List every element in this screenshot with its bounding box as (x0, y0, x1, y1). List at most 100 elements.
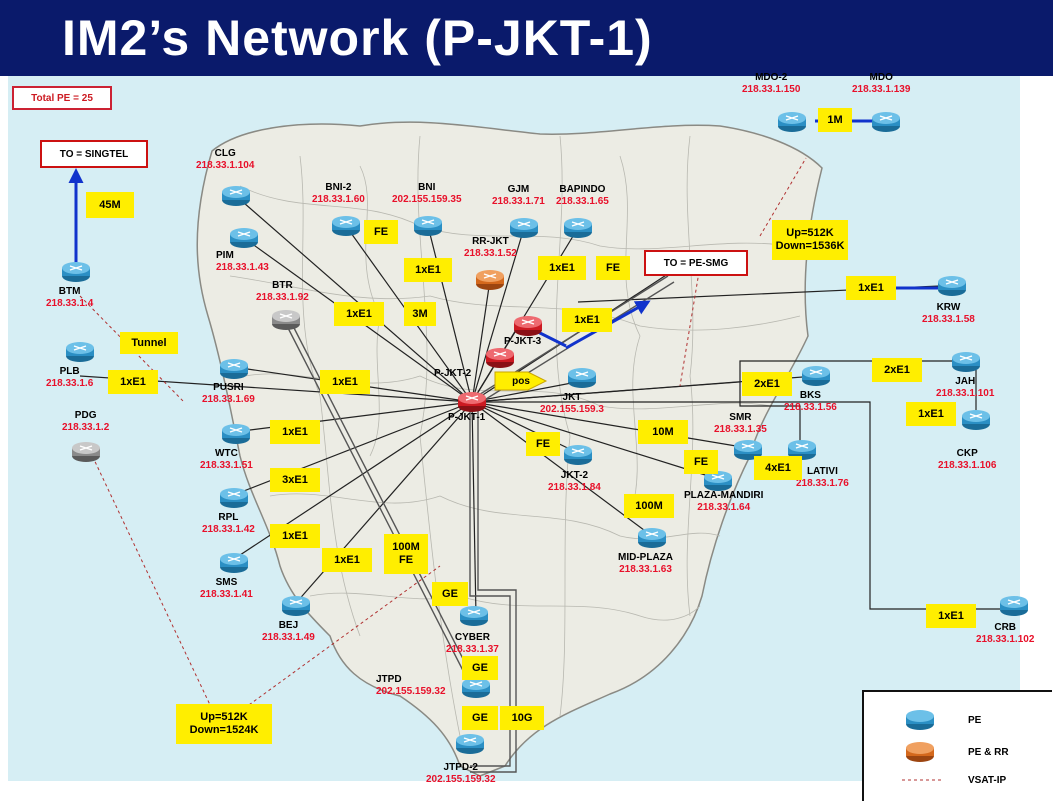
jtpd2-router-icon (456, 734, 484, 754)
legend-symbols (902, 710, 944, 781)
rpl-name: RPL (218, 512, 239, 523)
legend-pe-rr-icon (906, 742, 934, 762)
bni2-ip: 218.33.1.60 (312, 194, 365, 205)
legend-vsat-label: VSAT-IP (968, 775, 1007, 786)
krw-name: KRW (936, 302, 961, 313)
jah-name: JAH (955, 376, 976, 387)
to-pe-smg-box: TO = PE-SMG (644, 250, 748, 276)
plazamandiri-router-icon (704, 471, 732, 491)
link-label-btr-1xe1: 1xE1 (334, 302, 384, 326)
link-label-rpl-3xe1: 3xE1 (270, 468, 320, 492)
link-label-btr-3m: 3M (404, 302, 436, 326)
cyber-router-icon (460, 606, 488, 626)
plb-router-icon (66, 342, 94, 362)
link-label-mid-100m: 100M (624, 494, 674, 518)
link-label-btm-45m: 45M (86, 192, 134, 218)
link-label-sms-1xe1: 1xE1 (270, 524, 320, 548)
link-label-wtc-1xe1: 1xE1 (270, 420, 320, 444)
plazamandiri-ip: 218.33.1.64 (697, 502, 751, 513)
link-label-bni-fe: FE (364, 220, 398, 244)
pos-link-shape (494, 371, 548, 391)
btr-name: BTR (272, 280, 293, 291)
link-label-pos: pos (512, 375, 530, 387)
pjkt3-node-label: P-JKT-3 (504, 336, 541, 348)
bni-router-icon (414, 216, 442, 236)
link-label-lat-4xe1: 4xE1 (754, 456, 802, 480)
sms-router-icon (220, 553, 248, 573)
link-label-bap-1xe1: 1xE1 (538, 256, 586, 280)
krw-router-icon (938, 276, 966, 296)
nodes-layer (62, 112, 1028, 754)
bej-name: BEJ (278, 620, 299, 631)
bks-name: BKS (799, 390, 821, 401)
pjkt1-node-label: P-JKT-1 (448, 412, 485, 424)
ckp-router-icon (962, 410, 990, 430)
link-label-jtpd-ge: GE (462, 656, 498, 680)
btm-ip: 218.33.1.4 (46, 298, 94, 309)
link-label-bap-fe: FE (596, 256, 630, 280)
pusri-ip: 218.33.1.69 (202, 394, 255, 405)
jkt-ip: 202.155.159.3 (540, 404, 604, 415)
crb-ip: 218.33.1.102 (976, 634, 1035, 645)
link-label-smr-10m: 10M (638, 420, 688, 444)
cyber-ip: 218.33.1.37 (446, 644, 499, 655)
jtpd-name: JTPD (376, 674, 402, 685)
krw-ip: 218.33.1.58 (922, 314, 975, 325)
gjm-router-icon (510, 218, 538, 238)
crb-name: CRB (994, 622, 1017, 633)
legend-pe-rr-label: PE & RR (968, 747, 1009, 758)
bni2-name: BNI-2 (325, 182, 352, 193)
jakarta-map (196, 121, 823, 777)
midplaza-router-icon (638, 528, 666, 548)
bni-name: BNI (418, 182, 436, 193)
rpl-ip: 218.33.1.42 (202, 524, 255, 535)
crb-router-icon (1000, 596, 1028, 616)
pusri-router-icon (220, 359, 248, 379)
pdg-ip: 218.33.1.2 (62, 422, 110, 433)
link-label-ckp-1xe1: 1xE1 (906, 402, 956, 426)
plazamandiri-name: PLAZA-MANDIRI (684, 490, 764, 501)
bks-ip: 218.33.1.56 (784, 402, 837, 413)
page-title: IM2’s Network (P-JKT-1) (62, 10, 653, 66)
link-label-jkt2-fe: FE (526, 432, 560, 456)
jkt-router-icon (568, 368, 596, 388)
link-label-jtpd2-ge: GE (462, 706, 498, 730)
diagram-canvas (8, 76, 1028, 781)
bapindo-name: BAPINDO (559, 184, 606, 195)
bni2-router-icon (332, 216, 360, 236)
link-label-pm-fe: FE (684, 450, 718, 474)
pjkt1-router-icon (458, 392, 486, 412)
wtc-router-icon (222, 424, 250, 444)
clg-router-icon (222, 186, 250, 206)
wtc-ip: 218.33.1.51 (200, 460, 253, 471)
pusri-name: PUSRI (213, 382, 244, 393)
bapindo-router-icon (564, 218, 592, 238)
link-label-plb-1xe1: 1xE1 (108, 370, 158, 394)
rpl-router-icon (220, 488, 248, 508)
mdo2-name: MDO-2 (755, 72, 788, 83)
